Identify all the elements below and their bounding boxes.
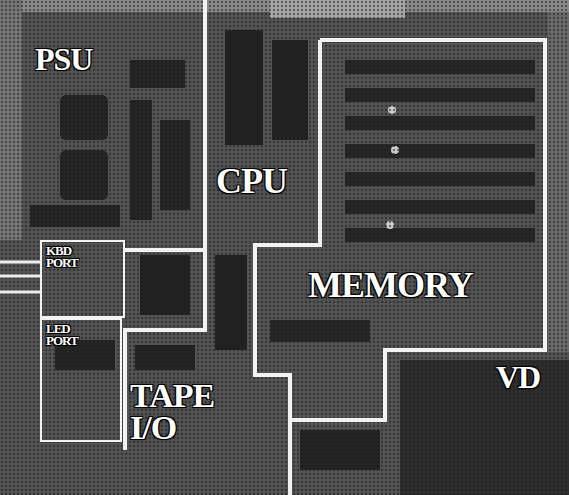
kbd-cable xyxy=(0,262,40,292)
region-label: TAPE I/O xyxy=(128,378,216,447)
region-label: PSU xyxy=(33,42,94,76)
port-box: KBD PORT xyxy=(40,240,125,318)
region-outline xyxy=(125,0,545,495)
region-label: CPU xyxy=(214,162,289,200)
region-name: CPU xyxy=(216,164,287,198)
region-label: MEMORY xyxy=(306,266,475,304)
region-label: VD xyxy=(494,360,542,394)
region-name: VD xyxy=(496,362,540,392)
region-name: MEMORY xyxy=(308,268,473,302)
region-name: TAPE I/O xyxy=(130,380,214,445)
port-box: LED PORT xyxy=(40,318,122,442)
port-label: KBD PORT xyxy=(46,245,78,270)
region-name: PSU xyxy=(35,44,92,74)
port-label: LED PORT xyxy=(46,323,78,348)
